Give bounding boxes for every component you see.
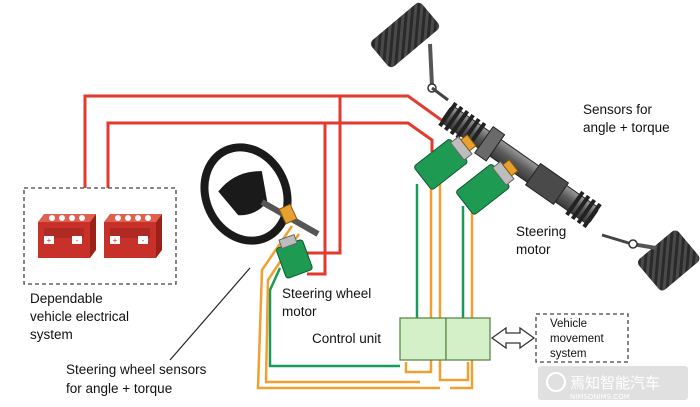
label-dependable-3: system: [30, 327, 73, 342]
label-vehicle-movement-2: movement: [550, 333, 604, 345]
left-knuckle: [428, 43, 434, 87]
label-sensors-top-1: Sensors for: [583, 102, 653, 117]
label-sw-sensors-1: Steering wheel sensors: [66, 362, 207, 377]
right-rack-boot: [565, 190, 602, 229]
label-dependable-1: Dependable: [30, 291, 103, 306]
label-steering-motor-2: motor: [516, 242, 551, 257]
green-wire-c: [268, 267, 400, 368]
battery-left-plus: +: [47, 236, 52, 245]
label-steering-wheel-motor-1: Steering wheel: [282, 286, 371, 301]
steering-rack: [438, 101, 602, 229]
watermark: 焉知智能汽车 NIMSONIMS.COM: [538, 366, 688, 401]
battery-left-minus: -: [76, 236, 79, 245]
label-control-unit: Control unit: [312, 331, 381, 346]
power-wire-wheel-motor-b: [307, 123, 327, 276]
label-steering-motor-1: Steering: [516, 224, 566, 239]
front-axle: [370, 2, 700, 291]
steering-wheel: [200, 143, 292, 245]
watermark-text: 焉知智能汽车: [570, 374, 660, 392]
rack-motor-lower: [456, 159, 519, 215]
left-tie-rod: [431, 86, 449, 102]
label-vehicle-movement-3: system: [550, 348, 586, 360]
label-sw-sensors-2: for angle + torque: [66, 381, 172, 396]
front-right-tire: [637, 230, 700, 291]
watermark-subtext: NIMSONIMS.COM: [570, 393, 630, 401]
rack-motor-upper: [414, 134, 477, 190]
label-sensors-top-2: angle + torque: [583, 120, 670, 135]
control-unit: [399, 317, 491, 361]
sw-sensors-leader: [169, 267, 251, 361]
battery-right-plus: +: [113, 236, 118, 245]
orange-wire-b: [438, 184, 470, 382]
battery-right: + -: [104, 214, 162, 258]
label-vehicle-movement-1: Vehicle: [550, 318, 587, 330]
battery-left: + -: [38, 214, 96, 258]
steering-wheel-motor: [276, 233, 313, 279]
power-wire-outer: [83, 94, 460, 188]
front-left-tire: [370, 2, 440, 68]
right-tie-rod: [601, 233, 633, 246]
battery-box: [23, 187, 177, 285]
orange-wire-c: [450, 207, 474, 390]
watermark-logo-icon: [546, 372, 566, 392]
power-wire-inner: [106, 121, 434, 188]
rack-actuators: [414, 134, 519, 215]
label-steering-wheel-motor-2: motor: [282, 304, 317, 319]
label-dependable-2: vehicle electrical: [30, 309, 129, 324]
steering-wheel-sensor: [278, 203, 298, 225]
steering-wheel-assembly: [200, 143, 320, 279]
power-wire-wheel-motor-a: [305, 96, 342, 255]
orange-wire-a: [404, 184, 433, 374]
battery-right-minus: -: [142, 236, 145, 245]
control-to-vehicle-arrow: [490, 326, 536, 350]
vehicle-movement-box: [535, 313, 629, 363]
